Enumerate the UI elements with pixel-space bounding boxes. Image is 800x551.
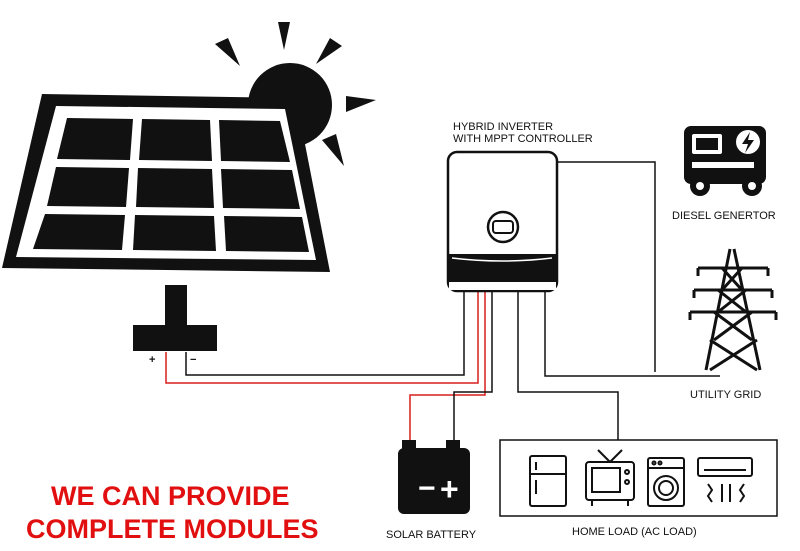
home-load-box [499, 439, 778, 517]
battery-icon [398, 440, 470, 514]
ac-wires [517, 161, 720, 440]
promo-line-2: COMPLETE MODULES [26, 514, 319, 544]
inverter-label-line1: HYBRID INVERTER [453, 121, 553, 133]
battery-label: SOLAR BATTERY [386, 529, 477, 541]
panel-positive-label: + [149, 354, 155, 366]
air-conditioner-icon [697, 457, 753, 503]
television-icon [585, 449, 635, 506]
promo-line-1: WE CAN PROVIDE [51, 481, 290, 511]
diesel-generator-icon [684, 126, 766, 196]
inverter-label-line2: WITH MPPT CONTROLLER [453, 133, 593, 145]
solar-panel-icon [2, 94, 330, 351]
battery-wires [409, 291, 493, 444]
battery-plus-sign: + [440, 471, 459, 507]
washing-machine-icon [647, 457, 685, 507]
transmission-tower-icon [688, 248, 778, 372]
panel-wires [165, 291, 479, 384]
home-load-label: HOME LOAD (AC LOAD) [572, 526, 697, 538]
panel-negative-label: − [190, 354, 196, 366]
hybrid-inverter-icon [446, 150, 559, 293]
grid-label: UTILITY GRID [690, 389, 761, 401]
generator-label: DIESEL GENERTOR [672, 210, 776, 222]
battery-minus-sign: − [418, 472, 436, 505]
refrigerator-icon [529, 455, 567, 507]
